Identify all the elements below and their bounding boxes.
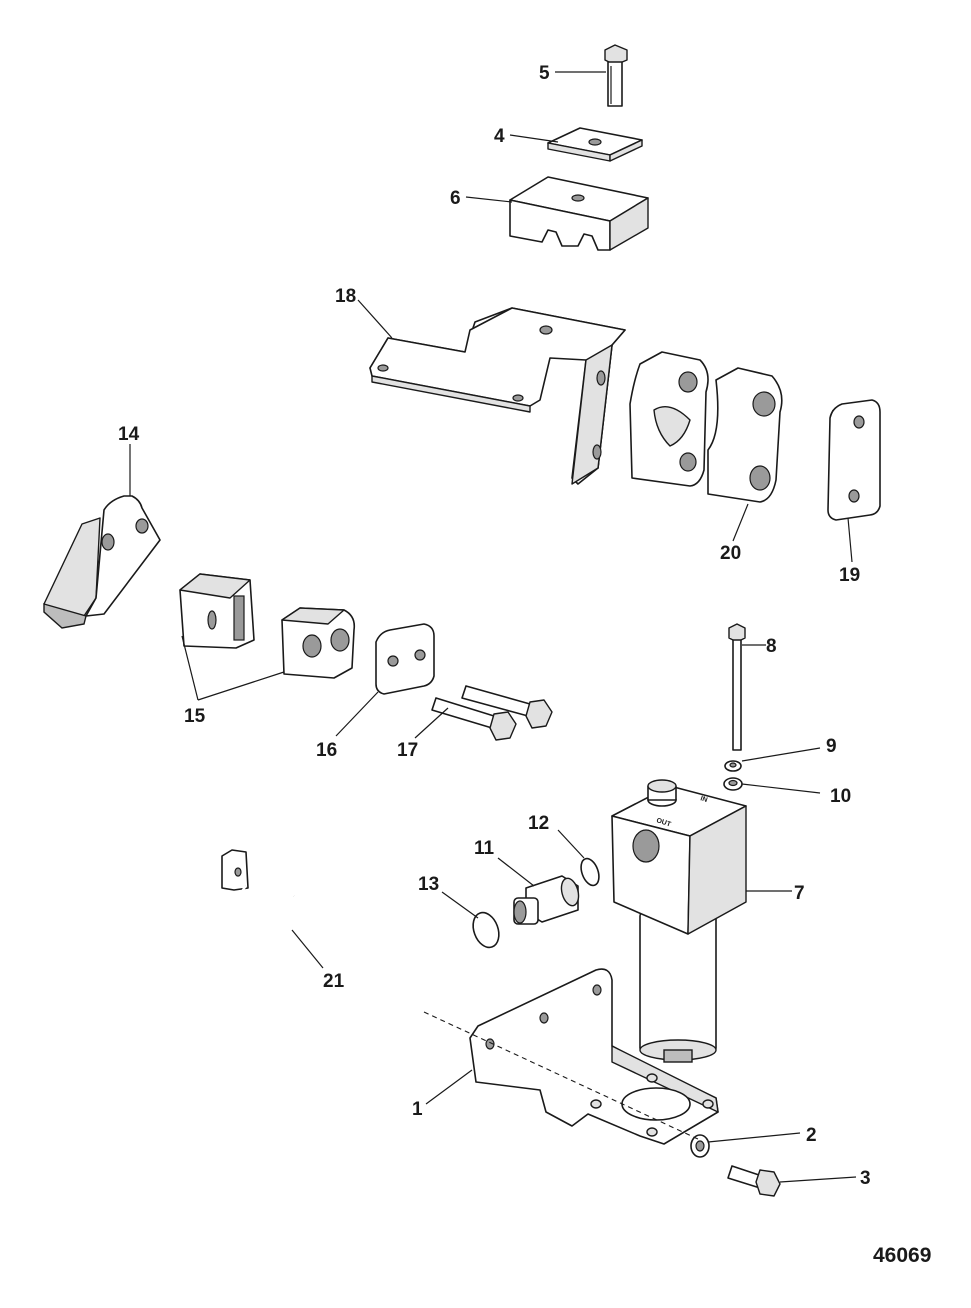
part-17-bolts xyxy=(431,685,553,741)
callout-5: 5 xyxy=(539,63,550,84)
callout-8: 8 xyxy=(766,636,777,657)
callout-18: 18 xyxy=(335,286,356,307)
part-16-plate xyxy=(375,623,435,695)
part-18-bracket xyxy=(369,307,626,485)
callout-20: 20 xyxy=(720,543,741,564)
callout-6: 6 xyxy=(450,188,461,209)
part-12-o-ring xyxy=(580,857,600,887)
part-19-plate xyxy=(827,399,881,521)
part-7-filter-assembly: OUT IN xyxy=(611,779,747,1063)
filter-head-in-stamp: IN xyxy=(699,795,708,804)
callout-14: 14 xyxy=(118,424,140,445)
callout-labels: 5 4 6 18 14 20 19 15 8 9 16 17 10 12 11 … xyxy=(118,63,871,1189)
callout-3: 3 xyxy=(860,1168,871,1189)
part-15-blocks xyxy=(179,573,356,679)
callout-4: 4 xyxy=(494,126,505,147)
callout-19: 19 xyxy=(839,565,860,586)
callout-12: 12 xyxy=(528,813,549,834)
callout-21: 21 xyxy=(323,971,345,992)
callout-16: 16 xyxy=(316,740,337,761)
part-5-bolt xyxy=(604,44,628,107)
callout-2: 2 xyxy=(806,1125,817,1146)
figure-number: 46069 xyxy=(873,1244,931,1267)
part-2-washer xyxy=(690,1134,710,1158)
callout-7: 7 xyxy=(794,883,805,904)
part-8-long-bolt xyxy=(728,623,746,751)
alignment-line xyxy=(423,1011,701,1141)
part-4-plate xyxy=(547,127,643,162)
part-10-washer xyxy=(723,777,743,791)
callout-11: 11 xyxy=(474,838,495,859)
leader-lines xyxy=(129,71,857,1183)
callout-13: 13 xyxy=(418,874,439,895)
part-3-bolt xyxy=(727,1165,781,1197)
part-21-clip xyxy=(221,849,302,931)
part-20-clamp-halves xyxy=(629,351,783,503)
callout-15: 15 xyxy=(184,706,206,727)
callout-17: 17 xyxy=(397,740,418,761)
part-6-clamp-block xyxy=(509,176,649,251)
part-14-bracket xyxy=(43,495,161,629)
part-9-washer xyxy=(724,760,742,772)
callout-1: 1 xyxy=(412,1099,423,1120)
part-13-o-ring xyxy=(472,911,500,949)
part-11-fitting xyxy=(513,875,580,925)
callout-9: 9 xyxy=(826,736,837,757)
filter-head-out-stamp: OUT xyxy=(655,817,672,828)
callout-10: 10 xyxy=(830,786,851,807)
